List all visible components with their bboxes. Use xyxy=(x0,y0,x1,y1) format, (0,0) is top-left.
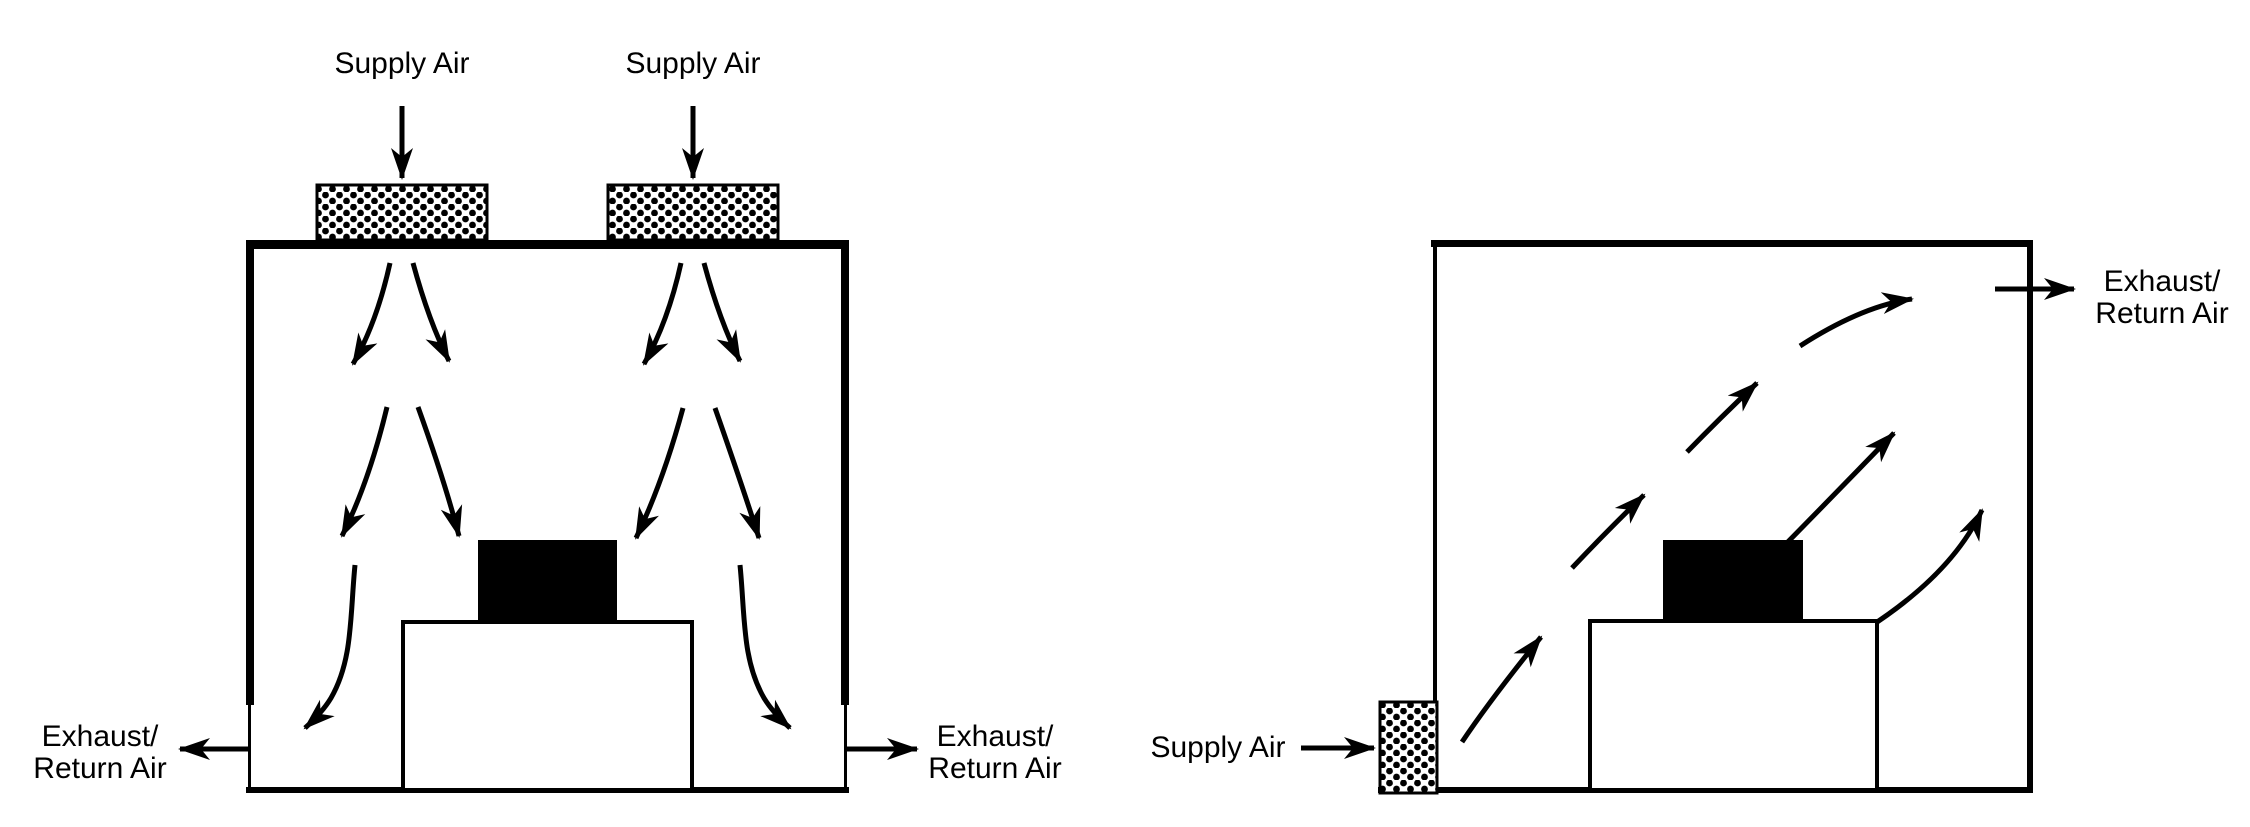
right-room-ceiling xyxy=(1431,240,2033,247)
supply-diffuser-left xyxy=(315,183,489,242)
exhaust-return-label-line2: Return Air xyxy=(33,752,166,785)
airflow-arrow xyxy=(633,407,686,540)
supply-diffuser-sidewall xyxy=(1378,700,1439,795)
left-room-ceiling xyxy=(246,240,849,249)
right-room-right-wall xyxy=(2027,240,2033,793)
supply-diffuser-right xyxy=(606,183,780,242)
equipment-pedestal xyxy=(401,620,694,792)
supply-air-label: Supply Air xyxy=(625,47,760,80)
supply-air-label: Supply Air xyxy=(334,47,469,80)
airflow-arrow xyxy=(1459,635,1543,744)
equipment-heat-source xyxy=(478,540,617,622)
airflow-arrow xyxy=(1775,431,1896,555)
exhaust-return-label-line2: Return Air xyxy=(928,752,1061,785)
left-room: Supply Air Supply Air Exhaust/ Return Ai… xyxy=(33,47,1062,793)
supply-air-label: Supply Air xyxy=(1150,731,1285,764)
exhaust-return-label-line1: Exhaust/ xyxy=(42,720,159,753)
airflow-arrow xyxy=(1570,493,1646,570)
left-room-right-wall xyxy=(841,240,849,705)
airflow-arrow xyxy=(350,262,393,366)
airflow-arrow xyxy=(339,406,390,538)
right-room: Supply Air Exhaust/ Return Air xyxy=(1150,240,2229,795)
left-room-left-wall xyxy=(246,240,254,705)
airflow-arrow xyxy=(701,262,743,363)
exhaust-return-label-line2: Return Air xyxy=(2095,297,2228,330)
equipment-pedestal xyxy=(1588,619,1879,792)
supply-arrows xyxy=(391,106,704,180)
airflow-arrow-down-left xyxy=(303,564,358,730)
airflow-arrow xyxy=(1866,508,1985,631)
airflow-arrow xyxy=(415,406,463,538)
airflow-arrow xyxy=(712,407,762,540)
equipment-heat-source xyxy=(1663,540,1803,622)
exhaust-return-label-line1: Exhaust/ xyxy=(2104,265,2221,298)
airflow-arrow xyxy=(1798,292,1914,349)
right-room-left-wall xyxy=(1433,240,1437,793)
exhaust-return-label-line1: Exhaust/ xyxy=(937,720,1054,753)
right-room-airflow xyxy=(1459,292,1985,744)
airflow-arrow-down-right xyxy=(737,564,792,730)
airflow-arrow xyxy=(641,262,684,366)
airflow-arrow xyxy=(1685,381,1759,454)
airflow-arrow xyxy=(410,262,452,363)
left-room-airflow xyxy=(303,262,792,730)
